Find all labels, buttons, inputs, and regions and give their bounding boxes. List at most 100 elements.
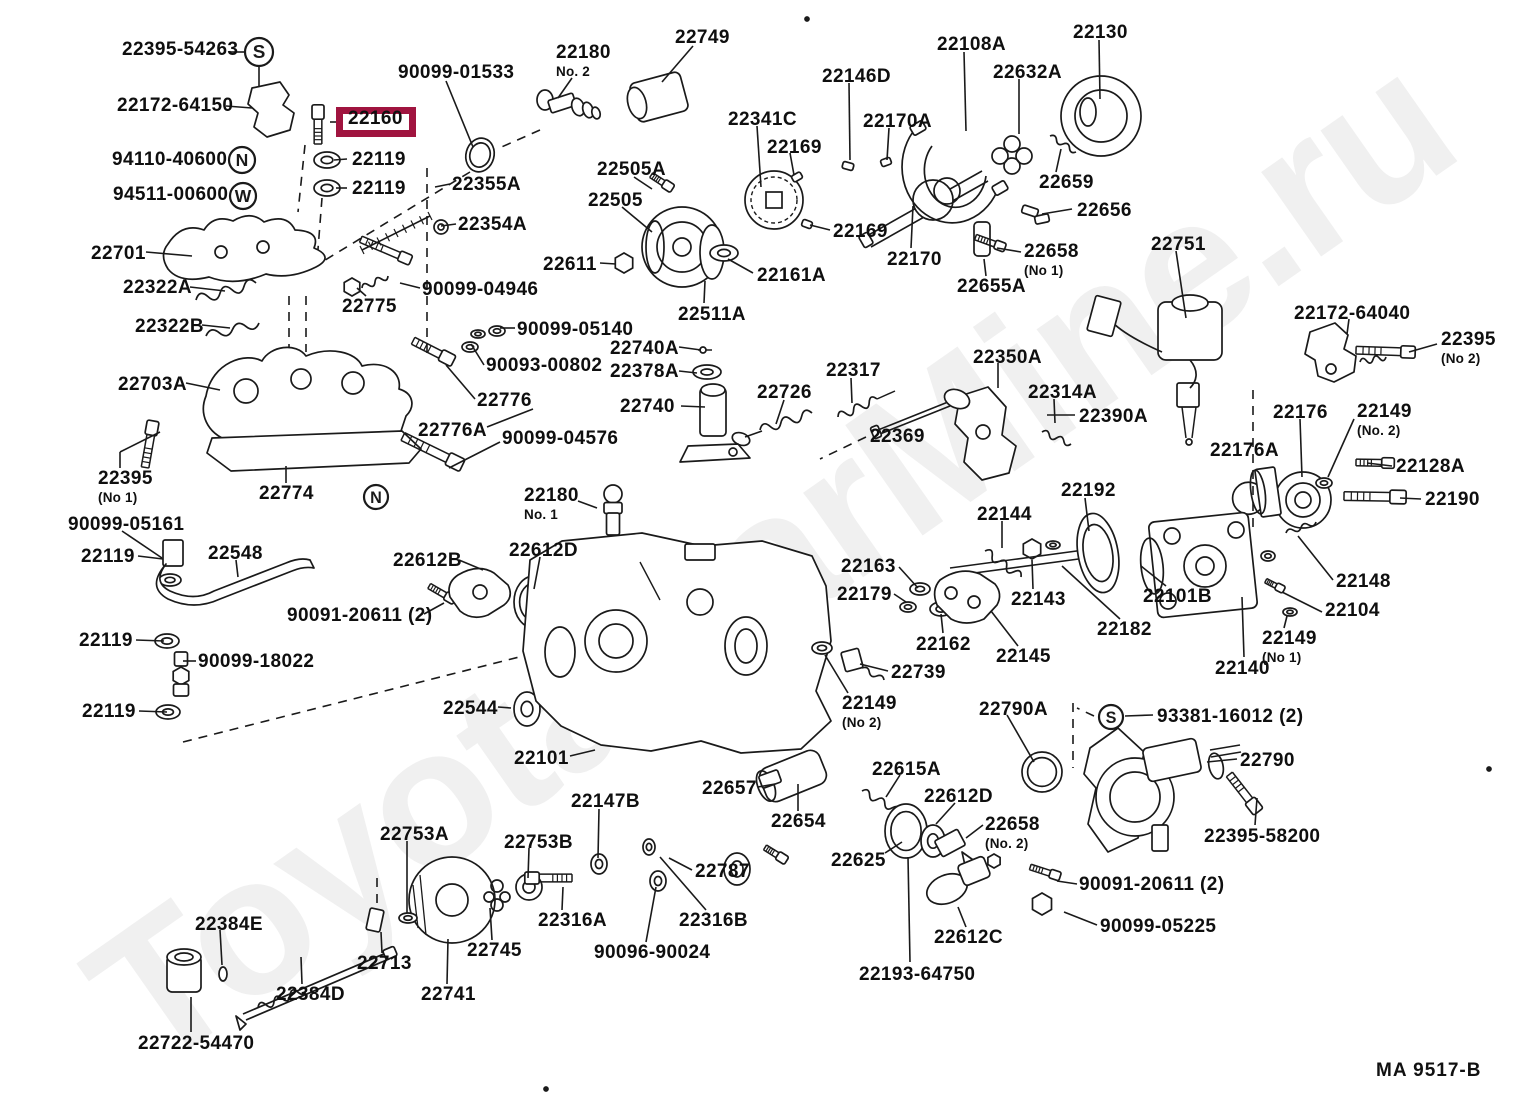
part-label: 22104: [1325, 600, 1380, 621]
part-label: 90099-04576: [502, 428, 619, 449]
part-label: 22753A: [380, 824, 449, 845]
part-label: 22749: [675, 27, 730, 48]
part-label: 22341C: [728, 109, 797, 130]
part-label-sub: (No 1): [98, 490, 138, 505]
part-label: 22511A: [678, 304, 746, 325]
svg-text:N: N: [236, 150, 249, 170]
part-label: 22170A: [863, 111, 932, 132]
svg-text:N: N: [370, 489, 382, 507]
part-label: 90099-01533: [398, 62, 515, 83]
part-label: 22739: [891, 662, 946, 683]
part-label: 94511-00600: [113, 184, 229, 205]
part-label: 22740A: [610, 338, 679, 359]
part-label: 22146D: [822, 66, 891, 87]
part-label: 22703A: [118, 374, 187, 395]
part-label-sub: (No 1): [1262, 650, 1302, 665]
part-label: 22322B: [135, 316, 204, 337]
part-label: 22143: [1011, 589, 1066, 610]
part-label: 22148: [1336, 571, 1391, 592]
part-label: 22790: [1240, 750, 1295, 771]
part-label: 22317: [826, 360, 881, 381]
part-label: 22659: [1039, 172, 1094, 193]
part-label: 22612D: [509, 540, 578, 561]
part-label: 22172-64040: [1294, 303, 1411, 324]
leader-lines: [119, 39, 1438, 1032]
part-label: 22145: [996, 646, 1051, 667]
part-label: 22384E: [195, 914, 263, 935]
part-label-sub: No. 2: [556, 64, 591, 79]
part-label: 22395-58200: [1204, 826, 1321, 847]
part-label: 22314A: [1028, 382, 1097, 403]
part-label: 22119: [81, 546, 135, 567]
part-label: 90099-18022: [198, 651, 315, 672]
circle-symbol-s: [243, 36, 275, 68]
part-label: 22149(No 2): [842, 693, 897, 730]
part-label: 22384D: [276, 984, 345, 1005]
part-label: 22378A: [610, 361, 679, 382]
part-label: 22163: [841, 556, 896, 577]
part-label: 22162: [916, 634, 971, 655]
part-label: 22655A: [957, 276, 1026, 297]
part-label: 22390A: [1079, 406, 1148, 427]
part-label: 22505A: [597, 159, 666, 180]
part-label: 22161A: [757, 265, 826, 286]
part-label: 22505: [588, 190, 643, 211]
part-label: 22172-64150: [117, 95, 234, 116]
part-label: 22654: [771, 811, 826, 832]
part-label: 90099-05161: [68, 514, 185, 535]
part-label: 90093-00802: [486, 355, 603, 376]
part-label: 22544: [443, 698, 498, 719]
part-label-sub: (No. 2): [1357, 423, 1401, 438]
part-label: 93381-16012 (2): [1157, 706, 1304, 727]
svg-text:S: S: [1106, 709, 1117, 727]
parts-layer: [140, 16, 1492, 1092]
part-label: 90091-20611 (2): [1079, 874, 1225, 895]
part-label: 22176: [1273, 402, 1328, 423]
part-label: 22192: [1061, 480, 1116, 501]
part-label: 22395(No 2): [1441, 329, 1496, 366]
part-label: 22176A: [1210, 440, 1279, 461]
part-label: 22775: [342, 296, 397, 317]
part-label: 22128A: [1396, 456, 1465, 477]
part-label: 22316A: [538, 910, 607, 931]
part-label: 22612C: [934, 927, 1003, 948]
part-label: 22726: [757, 382, 812, 403]
part-label: 22316B: [679, 910, 748, 931]
circle-symbol-w: [228, 181, 258, 211]
part-label: 22108A: [937, 34, 1006, 55]
part-label: 22119: [82, 701, 136, 722]
part-label: 22548: [208, 543, 263, 564]
part-label-sub: No. 1: [524, 507, 559, 522]
part-label: 94110-40600: [112, 149, 228, 170]
part-label: 22149(No. 2): [1357, 401, 1412, 438]
part-label: 22657: [702, 778, 757, 799]
circle-symbol-n: [227, 145, 257, 175]
part-label: 22713: [357, 953, 412, 974]
part-label: 22350A: [973, 347, 1042, 368]
part-label: 22395-54263: [122, 39, 239, 60]
circle-symbol-n: [362, 483, 390, 511]
part-label: 22119: [352, 178, 406, 199]
part-label: 22612B: [393, 550, 462, 571]
part-label: 22140: [1215, 658, 1270, 679]
part-label: 22722-54470: [138, 1033, 255, 1054]
part-label: 90091-20611 (2): [287, 605, 433, 626]
part-label: 22776: [477, 390, 532, 411]
part-label: 90096-90024: [594, 942, 711, 963]
part-label: 90099-05140: [517, 319, 634, 340]
part-label: 22701: [91, 243, 146, 264]
part-label: 22160: [348, 108, 403, 129]
part-label: 22658(No. 2): [985, 814, 1040, 851]
part-label: 90099-05225: [1100, 916, 1217, 937]
part-label: 22169: [833, 221, 888, 242]
part-label: 22787: [695, 861, 750, 882]
part-label: 22354A: [458, 214, 527, 235]
part-label: 22101B: [1143, 586, 1212, 607]
part-label-sub: (No 2): [842, 715, 882, 730]
part-label: 22656: [1077, 200, 1132, 221]
